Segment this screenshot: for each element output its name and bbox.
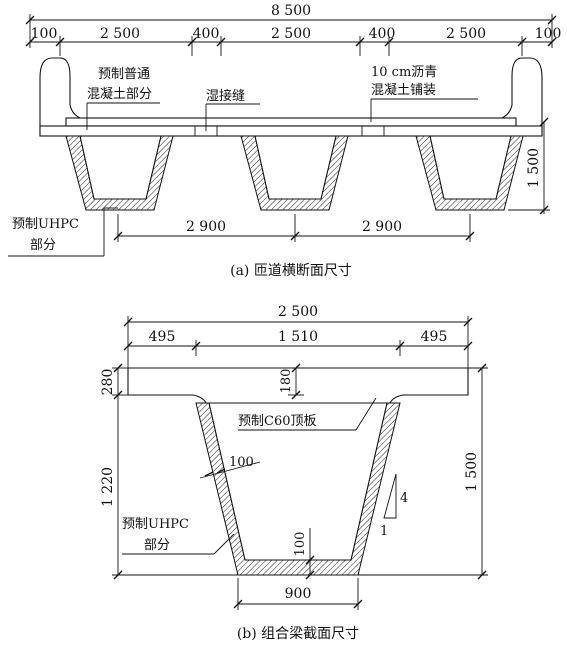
dim-bottom-label: 900 [285, 586, 312, 602]
dim-top-seg-5: 400 [369, 26, 396, 42]
svg-text:预制C60顶板: 预制C60顶板 [238, 414, 317, 429]
c60-top-slab [127, 367, 469, 404]
dim-flange-label: 280 [100, 369, 116, 396]
dim-top-seg-3: 400 [193, 26, 220, 42]
svg-text:预制普通: 预制普通 [98, 67, 150, 82]
slope-h-label: 1 [380, 524, 388, 539]
svg-text:预制UHPC: 预制UHPC [12, 217, 79, 232]
svg-text:部分: 部分 [30, 238, 56, 253]
label-uhpc-a: 预制UHPC 部分 [8, 207, 118, 257]
dim-top-seg-6: 2 500 [446, 26, 486, 42]
dim-spacing-2: 2 900 [362, 219, 402, 235]
dim-web-label: 100 [229, 455, 254, 470]
dim-b-seg-3: 495 [421, 329, 448, 345]
dim-bottom: 900 [233, 578, 363, 610]
svg-text:混凝土铺装: 混凝土铺装 [371, 82, 436, 98]
dim-total-width-label: 8 500 [271, 3, 311, 19]
dim-bottom-slab-label: 100 [293, 532, 308, 557]
dim-height-b-label: 1 500 [464, 452, 480, 492]
svg-text:湿接缝: 湿接缝 [206, 88, 245, 104]
dim-bottom-slab: 100 [293, 528, 315, 580]
dim-spacing-1: 2 900 [186, 219, 226, 235]
svg-text:10 cm沥青: 10 cm沥青 [371, 65, 437, 80]
slope-v-label: 4 [400, 491, 408, 506]
dim-web-height-label: 1 220 [100, 467, 116, 507]
dim-top-seg-4: 2 500 [271, 26, 311, 42]
dim-height-a-label: 1 500 [526, 148, 542, 188]
dim-b-seg-1: 495 [149, 329, 176, 345]
dim-b-total: 2 500 [123, 304, 473, 368]
dim-top-seg-1: 100 [31, 26, 58, 42]
asphalt-paving [65, 117, 517, 127]
caption-a: (a) 匝道横断面尺寸 [230, 263, 352, 279]
dim-deck: 180 [279, 363, 304, 400]
dim-top-segments: 100 2 500 400 2 500 400 2 500 100 [25, 26, 562, 56]
deck-slab [39, 125, 543, 137]
label-c60: 预制C60顶板 [238, 397, 377, 431]
left-barrier [39, 57, 81, 137]
right-barrier [501, 57, 543, 137]
u-girder-2 [240, 135, 349, 211]
ramp-cross-section: 8 500 100 2 500 400 2 500 400 2 500 1 [8, 3, 561, 279]
u-girder-3 [415, 135, 524, 211]
dim-web: 100 [199, 455, 261, 479]
slope-indicator: 4 1 [380, 473, 408, 539]
label-wet-joint: 湿接缝 [205, 88, 260, 131]
dim-total-width: 8 500 [25, 3, 557, 48]
dim-height-a: 1 500 [508, 117, 550, 215]
label-uhpc-b: 预制UHPC 部分 [122, 517, 235, 555]
label-precast-normal: 预制普通 混凝土部分 [86, 67, 160, 130]
dim-deck-label: 180 [279, 369, 294, 394]
deck-structure [39, 57, 543, 137]
dim-top-seg-2: 2 500 [100, 26, 140, 42]
u-girder-1 [65, 135, 174, 211]
dim-top-seg-7: 100 [535, 26, 562, 42]
caption-b: (b) 组合梁截面尺寸 [237, 626, 359, 642]
dim-spacing: 2 900 2 900 [113, 214, 475, 242]
dim-flange: 280 [100, 363, 128, 400]
dim-height-b: 1 500 [358, 363, 488, 580]
dim-web-height: 1 220 [100, 395, 238, 580]
girder-section-detail: 2 500 495 1 510 495 280 [100, 304, 488, 642]
dim-b-total-label: 2 500 [278, 304, 318, 320]
svg-text:预制UHPC: 预制UHPC [122, 517, 189, 532]
dim-b-seg-2: 1 510 [278, 329, 318, 345]
label-asphalt: 10 cm沥青 混凝土铺装 [370, 65, 478, 122]
svg-text:混凝土部分: 混凝土部分 [87, 86, 152, 102]
dim-b-segments: 495 1 510 495 [123, 329, 473, 356]
svg-text:部分: 部分 [144, 538, 170, 553]
